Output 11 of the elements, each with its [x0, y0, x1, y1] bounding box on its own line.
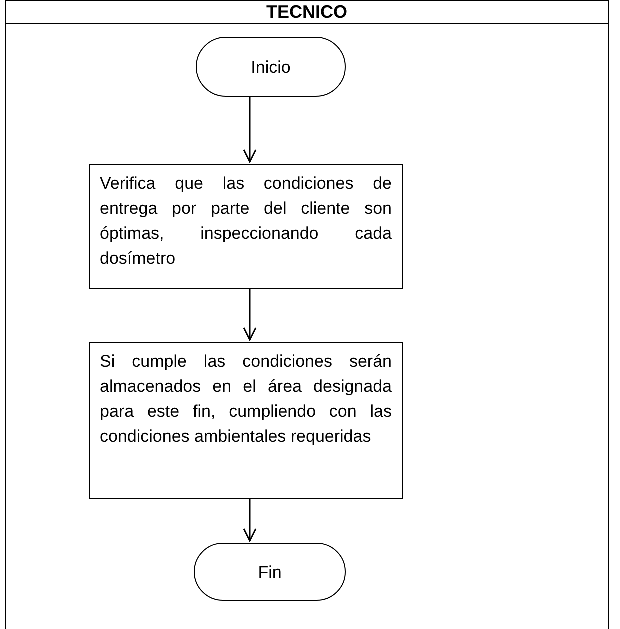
arrow	[243, 289, 257, 341]
arrow	[243, 97, 257, 163]
terminal-label: Fin	[258, 562, 282, 584]
lane-heading: TECNICO	[6, 1, 608, 24]
arrow	[243, 499, 257, 542]
process-box	[89, 342, 403, 499]
swimlane	[5, 0, 609, 629]
terminal-label: Inicio	[251, 56, 291, 78]
process-text: Verifica que las condiciones de entrega por parte del cliente son óptimas, inspeccionando cada dosímetro	[100, 174, 392, 268]
process-box	[89, 164, 403, 289]
process-text: Si cumple las condiciones serán almacenados en el área designada para este fin, cumpliendo con las condiciones ambientales requeridas	[100, 352, 392, 446]
